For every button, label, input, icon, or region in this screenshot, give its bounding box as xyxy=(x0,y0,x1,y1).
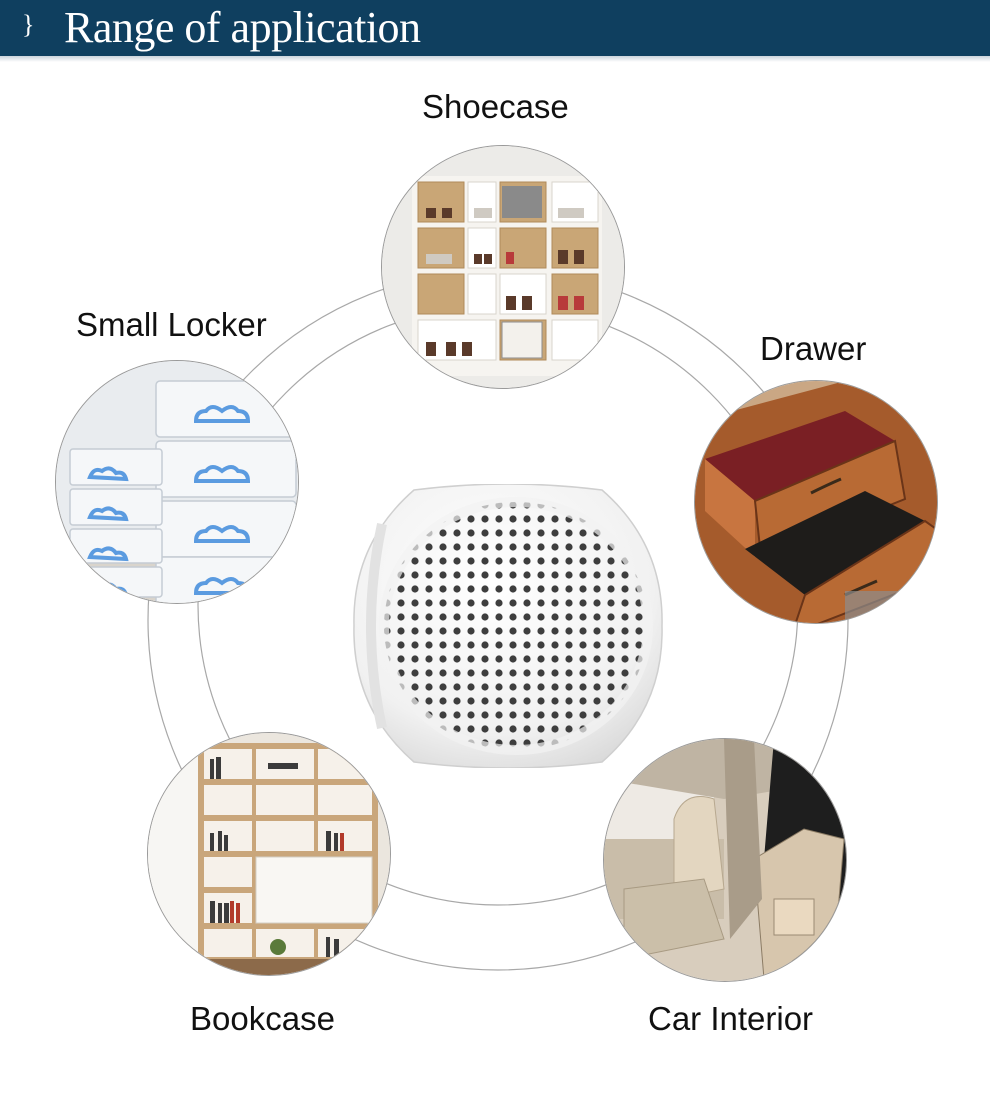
label-small-locker: Small Locker xyxy=(76,306,267,343)
car-interior-photo xyxy=(603,738,847,982)
small-locker-photo xyxy=(55,360,299,604)
header-banner: } Range of application xyxy=(0,0,990,56)
banner-shadow xyxy=(0,56,990,62)
page-title: Range of application xyxy=(64,3,421,52)
label-shoecase: Shoecase xyxy=(422,88,569,125)
label-drawer: Drawer xyxy=(760,330,867,367)
bracket-icon: } xyxy=(22,10,35,39)
label-bookcase: Bookcase xyxy=(190,1000,335,1037)
drawer-photo xyxy=(694,380,938,624)
bookcase-photo xyxy=(147,732,391,976)
dehumidifier-product xyxy=(353,484,663,768)
shoecase-photo xyxy=(381,145,625,389)
label-car-interior: Car Interior xyxy=(648,1000,814,1037)
